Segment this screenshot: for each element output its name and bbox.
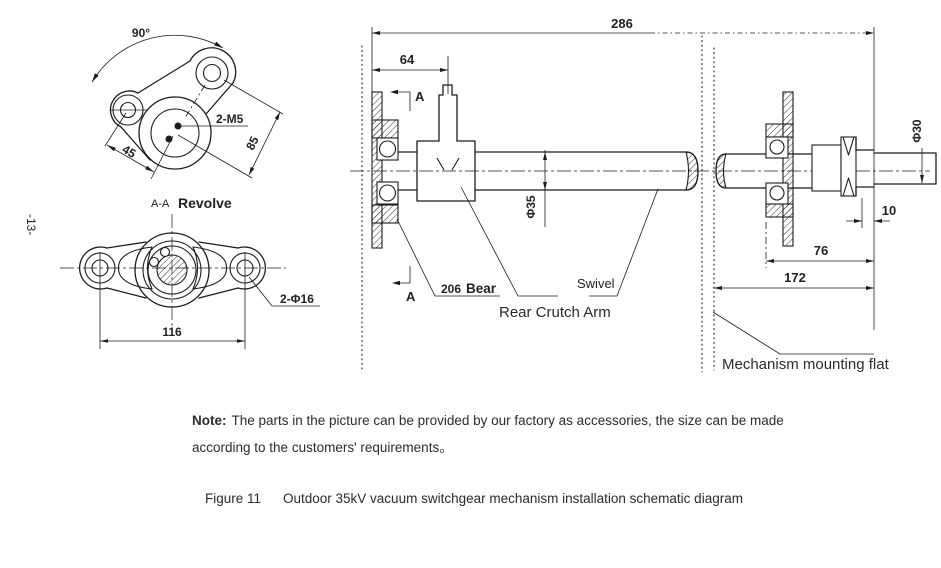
hole-label: 2-Φ16 [280, 292, 314, 306]
dim-10-label: 10 [882, 203, 896, 218]
boss-outer-circle [138, 96, 212, 170]
thread-label: 2-M5 [216, 112, 244, 126]
crutch-arm-label: Rear Crutch Arm [499, 304, 611, 321]
shaft-bore [156, 254, 188, 286]
mounting-leader [712, 311, 874, 355]
web-cutout-right [192, 246, 228, 290]
m5-hole-1 [174, 122, 182, 130]
crutch-arm-hub [416, 84, 476, 202]
crutch-arm-leader [460, 186, 558, 297]
dim-116-label: 116 [162, 325, 182, 339]
swivel-label: Swivel [577, 276, 615, 291]
output-shaft [873, 152, 937, 185]
section-ref: A-A [151, 198, 170, 210]
upper-lobe [189, 47, 237, 84]
flange-section-view: 116 2-Φ16 [60, 214, 320, 349]
dim-phi30-label: Φ30 [910, 119, 924, 143]
section-marker-bottom: A [406, 289, 416, 304]
bearing-ball [378, 184, 397, 202]
note-block: Note:The parts in the picture can be pro… [192, 413, 784, 455]
dim-phi35-label: Φ35 [524, 195, 538, 219]
swivel-leader [589, 188, 659, 297]
web-cutout-left [117, 246, 153, 290]
bearing-leader [396, 218, 500, 297]
lower-lobe [109, 90, 139, 128]
crank-arm-view: 90° 2-M5 45 85 [91, 26, 284, 180]
dim-286-label: 286 [611, 16, 633, 31]
hole-leader [248, 276, 320, 307]
bearing-ball [378, 140, 397, 158]
section-marker-top: A [415, 89, 425, 104]
dim-85-label: 85 [243, 134, 262, 153]
page-number: -13- [24, 214, 38, 235]
mounting-label: Mechanism mounting flat [722, 356, 890, 373]
note-line-2: according to the customers' requirements… [192, 440, 453, 455]
section-name: Revolve [178, 195, 232, 211]
note-line-1: Note:The parts in the picture can be pro… [192, 413, 784, 428]
dim-76-label: 76 [814, 243, 828, 258]
left-bearing-unit [371, 91, 399, 249]
dim-45-label: 45 [120, 142, 139, 161]
bearing-ball [769, 139, 785, 155]
coupling-hub [811, 136, 875, 197]
shaft-assembly-view: 286 64 A A [350, 16, 937, 373]
sweep-arc [91, 34, 224, 83]
section-title: A-A Revolve [151, 195, 232, 211]
boss-inner-circle [150, 108, 200, 158]
angle-label: 90° [132, 26, 150, 40]
dim-172-label: 172 [784, 270, 806, 285]
main-shaft [474, 151, 699, 191]
dim-64-label: 64 [400, 52, 415, 67]
bearing-ball [769, 185, 785, 201]
right-bearing-unit [765, 91, 794, 247]
